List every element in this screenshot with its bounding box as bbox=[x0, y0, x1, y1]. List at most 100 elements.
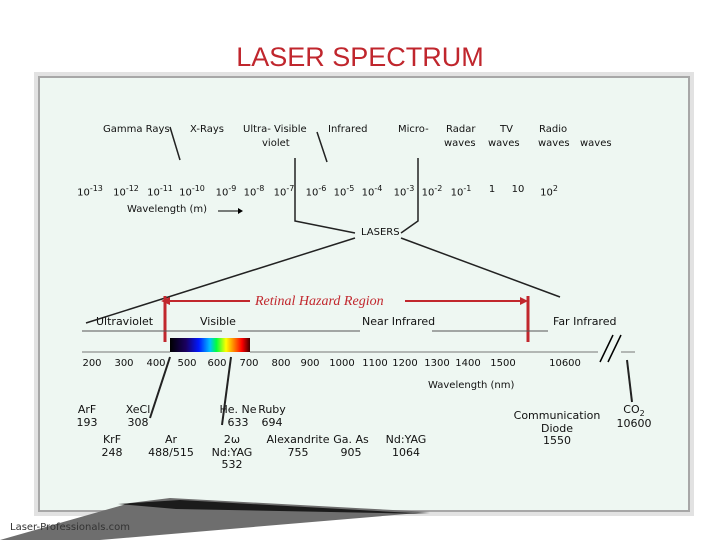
tick-exponent: -3 bbox=[406, 184, 415, 193]
band-gamma: Gamma Rays bbox=[103, 124, 170, 135]
laser-hene-wl: 633 bbox=[227, 415, 249, 429]
tick-mantissa: 10 bbox=[113, 187, 126, 199]
band-radar: Radar bbox=[446, 124, 476, 135]
tick-exponent: -8 bbox=[256, 184, 265, 193]
laser-co2-name: CO2 bbox=[617, 403, 652, 419]
laser-co2-subscript: 2 bbox=[639, 409, 645, 419]
wavelength-m-arrow-head bbox=[238, 208, 243, 214]
visible-spectrum-bar bbox=[170, 338, 250, 352]
tick-mantissa: 10 bbox=[147, 187, 160, 199]
wavelength-nm-tick: 1300 bbox=[424, 358, 450, 369]
laser-ar: Ar 488/515 bbox=[148, 433, 194, 459]
laser-krf: KrF 248 bbox=[102, 433, 123, 459]
laser-ar-name: Ar bbox=[164, 433, 178, 446]
wavelength-m-tick: 10-11 bbox=[147, 184, 173, 199]
tick-exponent: -12 bbox=[125, 184, 139, 193]
region-near-infrared: Near Infrared bbox=[362, 315, 436, 328]
tick-mantissa: 10 bbox=[215, 187, 229, 199]
footer-credit: Laser-Professionals.com bbox=[10, 522, 130, 533]
laser-gaas: Ga. As 905 bbox=[333, 433, 369, 459]
laser-nd-yag-wl: 1064 bbox=[391, 445, 420, 459]
wavelength-m-tick: 10-10 bbox=[179, 184, 205, 199]
band-tv: TV bbox=[500, 124, 513, 135]
wavelength-nm-tick: 500 bbox=[177, 358, 197, 369]
laser-communication-diode: Communication Diode 1550 bbox=[513, 409, 601, 448]
tick-exponent: -10 bbox=[191, 184, 205, 193]
tick-exponent: -5 bbox=[346, 184, 355, 193]
laser-arf-wl: 193 bbox=[76, 415, 98, 429]
band-divider-2 bbox=[316, 131, 328, 163]
tick-mantissa: 10 bbox=[511, 184, 525, 195]
pointer-line-visible bbox=[221, 356, 232, 426]
laser-co2-wl: 10600 bbox=[616, 417, 652, 431]
laser-ruby: Ruby 694 bbox=[258, 403, 286, 429]
laser-gaas-wl: 905 bbox=[340, 445, 362, 459]
band-infrared: Infrared bbox=[328, 124, 368, 135]
wavelength-nm-tick: 10600 bbox=[549, 358, 581, 369]
wavelength-m-tick: 10 bbox=[512, 184, 525, 196]
laser-nd-yag-name: Nd:YAG bbox=[385, 433, 427, 446]
laser-nd-yag-532-wl: 532 bbox=[221, 458, 243, 472]
laser-alexandrite-wl: 755 bbox=[287, 445, 309, 459]
laser-2omega: 2ω bbox=[223, 433, 241, 446]
tick-exponent: -2 bbox=[434, 184, 443, 193]
band-divider-1 bbox=[169, 126, 181, 161]
laser-arf-name: ArF bbox=[77, 403, 97, 416]
tick-mantissa: 10 bbox=[540, 187, 553, 199]
laser-co2: CO2 10600 bbox=[616, 403, 652, 431]
wavelength-m-tick: 10-7 bbox=[274, 184, 295, 199]
wavelength-nm-tick: 700 bbox=[239, 358, 259, 369]
axis-break-2 bbox=[607, 334, 622, 363]
laser-xecl: XeCl 308 bbox=[125, 403, 151, 429]
expansion-line-right bbox=[400, 237, 561, 298]
page-title: LASER SPECTRUM bbox=[236, 42, 484, 72]
lasers-label: LASERS bbox=[361, 227, 400, 238]
laser-hene-name: He. Ne bbox=[219, 403, 257, 416]
laser-co2-formula: CO bbox=[623, 403, 640, 416]
laser-nd-yag-532-name: Nd:YAG bbox=[211, 445, 253, 459]
wavelength-nm-label: Wavelength (nm) bbox=[428, 380, 515, 391]
tick-mantissa: 10 bbox=[361, 187, 375, 199]
laser-xecl-wl: 308 bbox=[127, 415, 149, 429]
wavelength-m-tick: 10-13 bbox=[77, 184, 103, 199]
wavelength-nm-tick: 600 bbox=[207, 358, 227, 369]
hazard-arrow-right-head bbox=[520, 297, 528, 305]
tick-exponent: -13 bbox=[89, 184, 103, 193]
wavelength-nm-tick: 1400 bbox=[455, 358, 481, 369]
wavelength-m-tick: 10-5 bbox=[334, 184, 355, 199]
band-radio-waves: waves bbox=[538, 138, 570, 149]
laser-arf: ArF 193 bbox=[76, 403, 98, 429]
tick-mantissa: 10 bbox=[305, 187, 319, 199]
tick-mantissa: 1 bbox=[488, 184, 496, 195]
wavelength-nm-tick: 400 bbox=[146, 358, 166, 369]
pointer-line-co2 bbox=[626, 359, 633, 403]
tick-exponent: -1 bbox=[463, 184, 472, 193]
tick-mantissa: 10 bbox=[77, 187, 90, 199]
laser-xecl-name: XeCl bbox=[125, 403, 151, 416]
wavelength-m-tick: 10-8 bbox=[244, 184, 265, 199]
band-radar-waves: waves bbox=[444, 138, 476, 149]
tick-mantissa: 10 bbox=[179, 187, 192, 199]
wavelength-m-tick: 10-4 bbox=[362, 184, 383, 199]
band-uv-visible: Ultra- Visible bbox=[243, 124, 307, 135]
tick-exponent: -7 bbox=[286, 184, 295, 193]
wavelength-nm-tick: 900 bbox=[300, 358, 320, 369]
laser-diode-name: Communication bbox=[513, 409, 601, 422]
band-tv-waves: waves bbox=[488, 138, 520, 149]
band-violet: violet bbox=[262, 138, 290, 149]
wavelength-nm-tick: 1200 bbox=[392, 358, 418, 369]
laser-diode-name2: Diode bbox=[540, 421, 574, 435]
laser-ruby-name: Ruby bbox=[258, 403, 286, 416]
tick-exponent: -6 bbox=[318, 184, 327, 193]
lasers-bracket-left bbox=[294, 158, 356, 234]
expansion-line-left bbox=[85, 237, 356, 324]
pointer-line-uv bbox=[149, 356, 171, 419]
region-far-infrared: Far Infrared bbox=[553, 315, 617, 328]
wavelength-m-tick: 10-9 bbox=[216, 184, 237, 199]
laser-krf-name: KrF bbox=[102, 433, 122, 446]
wavelength-nm-tick: 200 bbox=[82, 358, 102, 369]
band-radio: Radio bbox=[539, 124, 568, 135]
laser-gaas-name: Ga. As bbox=[333, 433, 369, 446]
tick-exponent: 2 bbox=[552, 184, 558, 193]
